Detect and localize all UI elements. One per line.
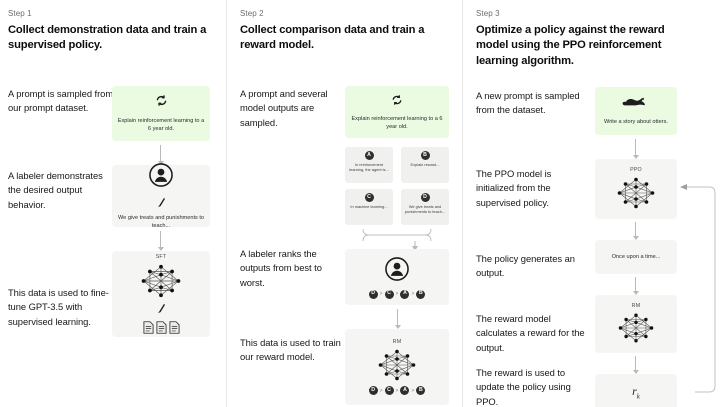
step-1-arrow-2 <box>157 231 164 251</box>
output-text-d: We give treats and punishments to teach.… <box>404 204 446 215</box>
person-icon <box>148 162 174 193</box>
rm-rank-gt-2: > <box>395 387 399 394</box>
step-3-label: Step 3 <box>476 9 500 18</box>
recycle-icon <box>391 93 403 111</box>
person-icon <box>384 256 410 287</box>
step-2-prompt-box: Explain reinforcement learning to a 6 ye… <box>345 86 449 138</box>
step-3-prompt-box: Write a story about otters. <box>595 87 677 135</box>
output-badge-c: C <box>364 193 374 202</box>
step-3-caption-1: A new prompt is sampled from the dataset… <box>476 90 580 116</box>
step-1-labeler-box: We give treats and punishments to teach.… <box>112 162 210 229</box>
step-1-label: Step 1 <box>8 9 32 18</box>
rank-gt-3: > <box>411 291 415 297</box>
output-badge-d: D <box>420 193 430 202</box>
output-text-c: In machine learning... <box>350 204 388 209</box>
step-2-ranking-row: D > C > A > B <box>368 289 426 299</box>
step-3-caption-4: The reward model calculates a reward for… <box>476 313 585 353</box>
step-3-arrow-4 <box>632 356 639 374</box>
step-3-column: Step 3 Optimize a policy against the rew… <box>462 0 720 407</box>
step-3-reward-model-box: RM <box>595 295 677 353</box>
step-2-output-d: D We give treats and punishments to teac… <box>401 189 449 225</box>
pencil-icon <box>157 301 166 319</box>
output-text-a: In reinforcement learning, the agent is.… <box>349 162 389 173</box>
step-2-rm-ranking-row: D > C > A > B <box>368 386 426 395</box>
step-2-column: Step 2 Collect comparison data and train… <box>226 0 462 407</box>
step-1-prompt-box: Explain reinforcement learning to a 6 ye… <box>112 86 210 141</box>
step-2-output-a: A In reinforcement learning, the agent i… <box>345 147 393 183</box>
rm-rank-badge-4: B <box>416 386 426 395</box>
neural-network-icon <box>613 175 659 211</box>
step-3-arrow-1 <box>632 139 639 159</box>
step-2-title: Collect comparison data and train a rewa… <box>240 24 425 52</box>
recycle-icon <box>155 94 168 112</box>
rm-rank-gt-3: > <box>411 387 415 394</box>
pencil-icon <box>157 195 166 213</box>
step-3-prompt-text: Write a story about otters. <box>604 118 668 125</box>
step-2-arrow-1 <box>394 309 401 329</box>
step-2-output-b: B Explain reward... <box>401 147 449 183</box>
step-1-caption-1: A prompt is sampled from our prompt data… <box>8 88 114 114</box>
step-3-feedback-loop-arrow <box>680 184 716 393</box>
step-2-ranking-box: D > C > A > B <box>345 249 449 305</box>
step-3-output-box: Once upon a time... <box>595 240 677 274</box>
step-3-title: Optimize a policy against the reward mod… <box>476 24 665 67</box>
step-3-caption-2: The PPO model is initialized from the su… <box>476 168 552 208</box>
step-3-output-text: Once upon a time... <box>611 253 661 260</box>
rank-badge-3: A <box>400 289 410 299</box>
step-3-rm-caption: RM <box>631 303 641 309</box>
step-2-caption-3: This data is used to train our reward mo… <box>240 337 341 363</box>
step-1-sft-caption: SFT <box>155 254 167 260</box>
step-3-caption-3: The policy generates an output. <box>476 253 575 279</box>
step-3-ppo-caption: PPO <box>630 167 642 173</box>
rank-badge-1: D <box>368 289 378 299</box>
rm-rank-gt-1: > <box>379 387 383 394</box>
step-1-column: Step 1 Collect demonstration data and tr… <box>0 0 226 407</box>
step-2-output-c: C In machine learning... <box>345 189 393 225</box>
step-1-caption-2: A labeler demonstrates the desired outpu… <box>8 170 103 210</box>
neural-network-icon <box>614 311 658 345</box>
step-3-reward-box: rk <box>595 374 677 407</box>
step-1-caption-3: This data is used to fine-tune GPT-3.5 w… <box>8 287 109 327</box>
step-3-caption-5: The reward is used to update the policy … <box>476 367 571 407</box>
rank-gt-2: > <box>395 291 399 297</box>
step-3-arrow-2 <box>632 222 639 240</box>
output-text-b: Explain reward... <box>410 162 440 167</box>
step-2-prompt-text: Explain reinforcement learning to a 6 ye… <box>351 115 443 130</box>
reward-symbol: rk <box>632 383 640 401</box>
otter-icon <box>622 96 650 114</box>
step-2-caption-2: A labeler ranks the outputs from best to… <box>240 248 322 288</box>
step-1-prompt-text: Explain reinforcement learning to a 6 ye… <box>117 117 205 132</box>
step-2-label: Step 2 <box>240 9 264 18</box>
rank-gt-1: > <box>379 291 383 297</box>
neural-network-icon <box>137 262 185 300</box>
step-1-title: Collect demonstration data and train a s… <box>8 24 207 52</box>
step-1-sft-box: SFT <box>112 251 210 337</box>
rm-rank-badge-1: D <box>368 386 378 395</box>
document-icon <box>142 321 180 334</box>
step-2-caption-1: A prompt and several model outputs are s… <box>240 88 328 128</box>
step-2-rm-caption: RM <box>392 339 402 345</box>
rank-badge-2: C <box>384 289 394 299</box>
step-3-arrow-3 <box>632 277 639 295</box>
step-1-arrow-1 <box>157 145 164 165</box>
rm-rank-badge-3: A <box>400 386 410 395</box>
step-3-ppo-box: PPO <box>595 159 677 219</box>
rm-rank-badge-2: C <box>384 386 394 395</box>
neural-network-icon <box>374 347 420 383</box>
output-badge-b: B <box>420 151 430 160</box>
step-2-reward-model-box: RM <box>345 329 449 405</box>
step-1-labeler-text: We give treats and punishments to teach.… <box>117 214 205 229</box>
rank-badge-4: B <box>416 289 426 299</box>
step-2-brace-icon <box>362 228 432 251</box>
output-badge-a: A <box>364 151 374 160</box>
